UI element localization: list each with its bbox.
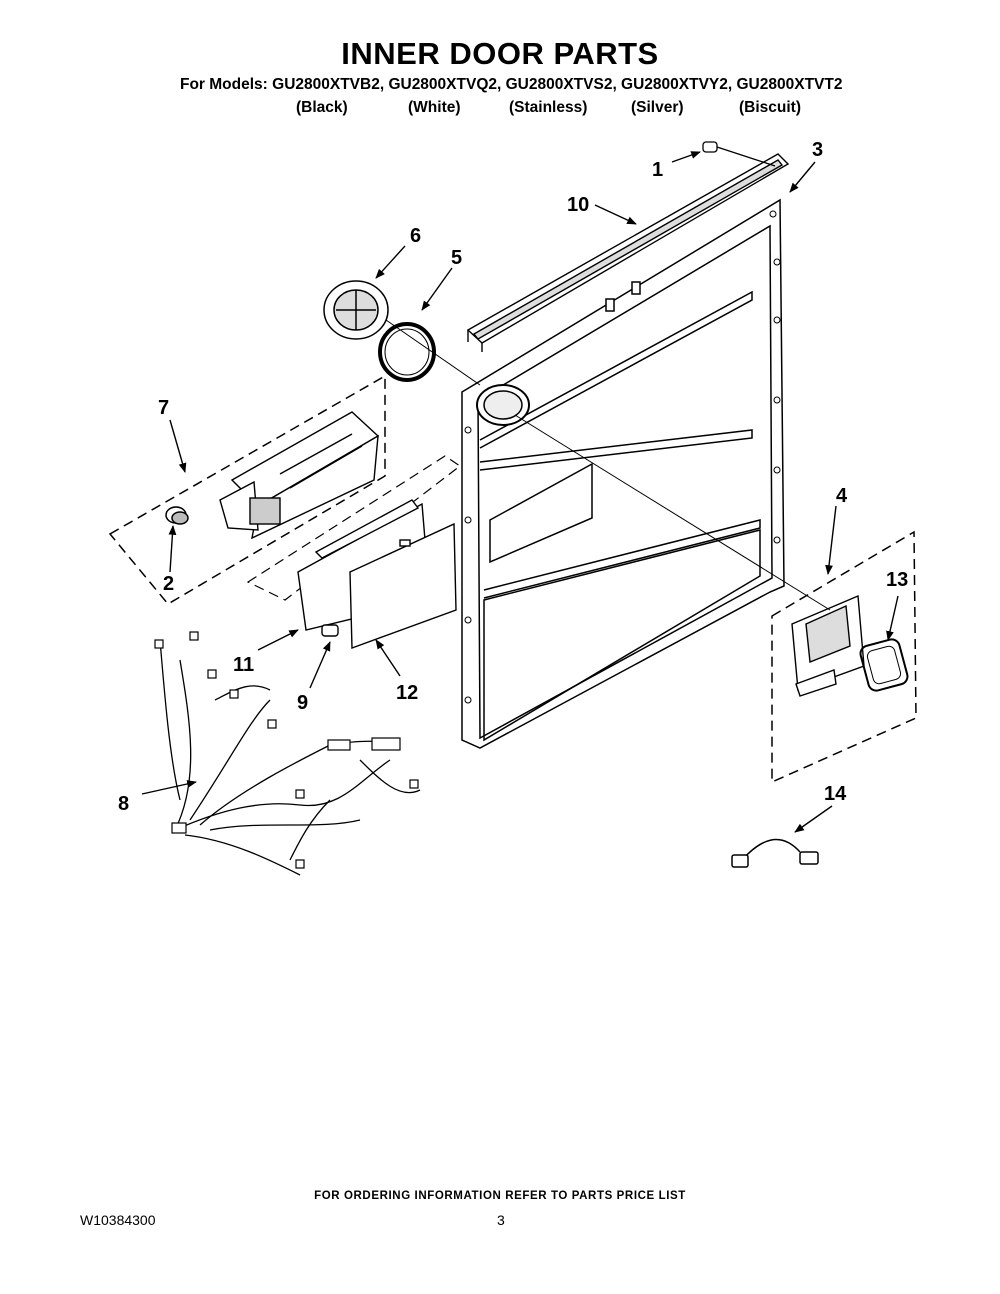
part-4-housing [791,594,865,697]
callout-labels: 1 2 3 4 5 6 7 8 9 10 11 12 13 14 [118,139,908,815]
part-5-vent-gasket [378,322,436,382]
board-group-outline [246,455,462,601]
color-white: (White) [408,99,461,116]
part-14-wire [731,838,819,868]
models-line: For Models: GU2800XTVB2, GU2800XTVQ2, GU… [180,76,843,93]
part-10-top-trim [466,153,790,352]
callout-4: 4 [836,485,848,507]
callout-10: 10 [567,194,589,216]
callout-6: 6 [410,225,421,247]
document-number: W10384300 [80,1212,156,1228]
callout-9: 9 [297,692,308,714]
callout-11: 11 [233,654,254,676]
part-7-controls-group [108,374,386,605]
color-row: (Black) (White) (Stainless) (Silver) (Bi… [0,99,1000,119]
color-silver: (Silver) [631,99,684,116]
part-2-button [165,506,189,525]
callout-8: 8 [118,793,129,815]
part-8-wire-harness [154,631,421,876]
callout-7: 7 [158,397,169,419]
callout-5: 5 [451,247,462,269]
color-black: (Black) [296,99,348,116]
part-9-screw [321,624,339,637]
callout-13: 13 [886,569,908,591]
callout-14: 14 [824,783,847,805]
callout-arrows [141,151,899,833]
part-1-screw [702,141,776,167]
callout-12: 12 [396,682,418,704]
color-stainless: (Stainless) [509,99,588,116]
page-number: 3 [497,1212,505,1228]
callout-3: 3 [812,139,823,161]
callout-1: 1 [652,159,663,181]
alignment-lines [385,319,831,611]
ordering-note: FOR ORDERING INFORMATION REFER TO PARTS … [314,1190,686,1202]
part-6-vent [323,280,389,340]
part-4-group-outline [771,530,917,784]
part-12-control-board [349,522,457,649]
part-13-gasket [859,638,909,692]
callout-2: 2 [163,573,174,595]
color-biscuit: (Biscuit) [739,99,801,116]
page-title: INNER DOOR PARTS [341,36,659,71]
part-3-inner-door-panel [461,198,785,749]
